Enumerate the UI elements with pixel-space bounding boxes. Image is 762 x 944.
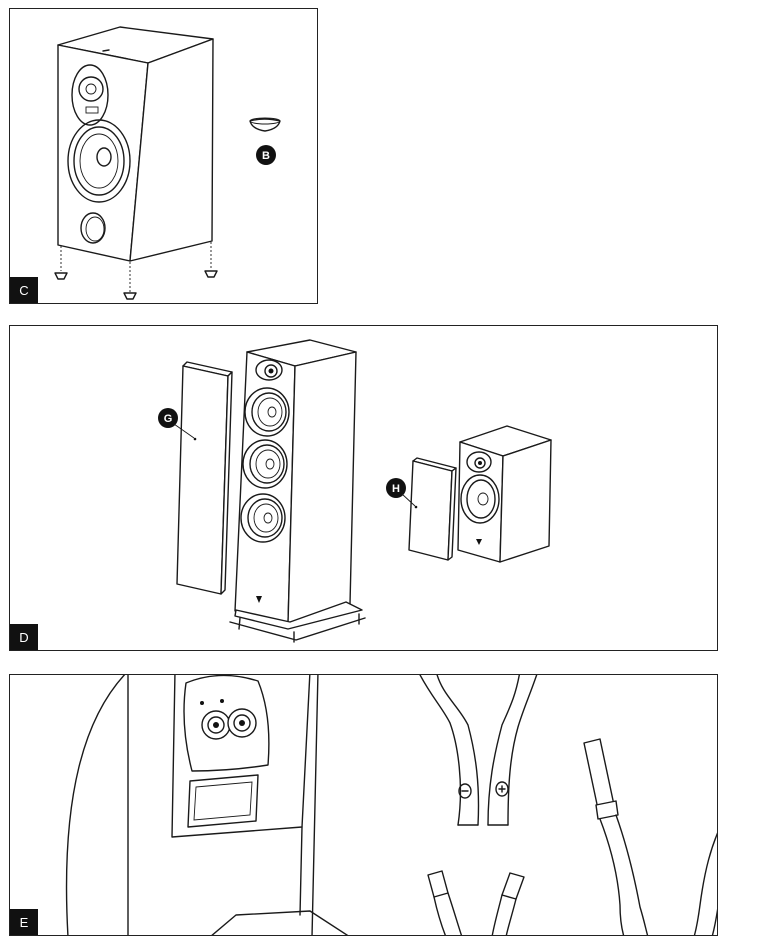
panel-tag: D (10, 624, 38, 650)
grille-icon (408, 457, 457, 561)
rubber-foot-part-b (249, 117, 281, 132)
banana-plug-icon (693, 832, 717, 935)
panel-e: E (9, 674, 718, 936)
binding-post-icon (200, 699, 257, 740)
callout-g-badge (158, 408, 178, 428)
panel-tag: E (10, 909, 38, 935)
speaker-cable-icon (419, 675, 538, 826)
panel-tag: C (10, 277, 38, 303)
callout-b-badge (256, 145, 276, 165)
banana-plug-icon (583, 738, 649, 935)
callout-g-label: G (164, 413, 173, 425)
cable-connection-illustration (65, 675, 717, 935)
floorstanding-speaker-icon (229, 339, 366, 643)
panel-d: G (9, 325, 718, 651)
speaker-cable-icon (427, 870, 525, 935)
grille-removal-illustration: G (158, 339, 552, 643)
bookshelf-speaker-icon (457, 425, 552, 563)
bookshelf-speaker-icon (57, 26, 214, 262)
speaker-rear-panel (127, 675, 349, 935)
callout-h-badge (386, 478, 406, 498)
callout-b-label: B (262, 150, 270, 162)
spike-foot-icon (54, 242, 218, 300)
panel-c: B C (9, 8, 318, 304)
grille-icon (176, 361, 233, 595)
callout-h-label: H (392, 483, 400, 495)
bookshelf-speaker-feet-illustration: B (54, 26, 281, 300)
